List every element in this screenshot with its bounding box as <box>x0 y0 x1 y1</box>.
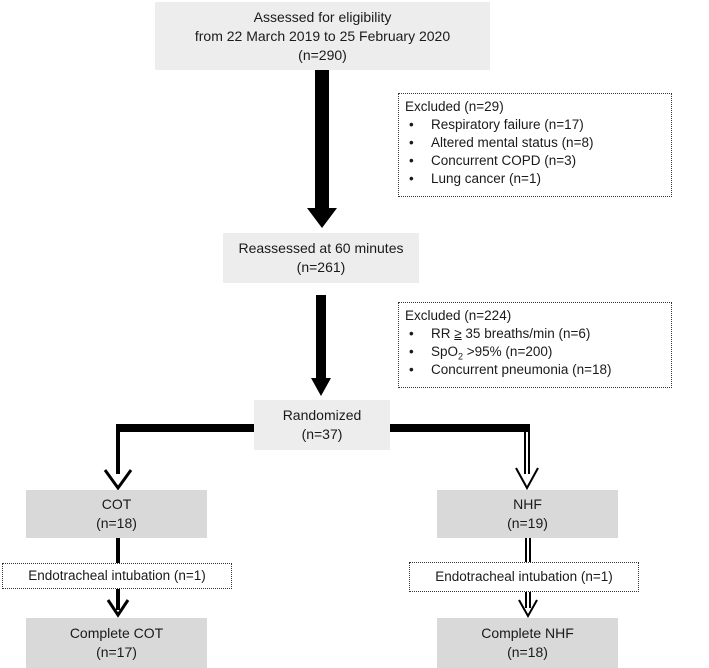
nhf-line1: NHF <box>513 496 542 512</box>
node-nhf: NHF (n=19) <box>437 490 618 538</box>
arrow-reassessed-to-randomized <box>311 295 331 396</box>
cot-line1: COT <box>101 496 132 512</box>
arrow-assessed-to-reassessed <box>307 70 337 228</box>
intubation-left: Endotracheal intubation (n=1) <box>2 563 232 589</box>
list-item: Lung cancer (n=1) <box>405 170 665 188</box>
node-reassessed: Reassessed at 60 minutes (n=261) <box>223 233 419 283</box>
node-cot: COT (n=18) <box>26 490 207 538</box>
list-item: Concurrent pneumonia (n=18) <box>405 361 665 379</box>
randomized-line1: Randomized <box>282 407 362 423</box>
intubation-right-label: Endotracheal intubation (n=1) <box>435 569 613 584</box>
assessed-line2: from 22 March 2019 to 25 February 2020 <box>194 27 451 44</box>
node-randomized: Randomized (n=37) <box>254 400 390 450</box>
branch-right-to-nhf <box>390 424 539 491</box>
reassessed-line2: (n=261) <box>296 259 346 275</box>
list-item: RR ≥ 35 breaths/min (n=6) <box>405 325 665 343</box>
complete-cot-line1: Complete COT <box>69 625 164 641</box>
assessed-line3: (n=290) <box>298 46 347 63</box>
arrow-nhf-to-complete <box>518 538 538 619</box>
nhf-line2: (n=19) <box>507 515 548 531</box>
list-item: Respiratory failure (n=17) <box>405 116 665 134</box>
complete-cot-line2: (n=17) <box>96 644 137 660</box>
complete-nhf-line1: Complete NHF <box>481 625 574 641</box>
excluded-2-list: RR ≥ 35 breaths/min (n=6) SpO2 >95% (n=2… <box>405 325 665 379</box>
excluded-2-header: Excluded (n=224) <box>405 308 512 323</box>
intubation-right: Endotracheal intubation (n=1) <box>409 562 639 592</box>
node-assessed: Assessed for eligibility from 22 March 2… <box>155 2 490 70</box>
list-item: Altered mental status (n=8) <box>405 134 665 152</box>
randomized-line2: (n=37) <box>301 426 343 442</box>
excluded-box-1: Excluded (n=29) Respiratory failure (n=1… <box>398 93 672 197</box>
complete-nhf-line2: (n=18) <box>507 644 548 660</box>
arrow-cot-to-complete <box>106 538 130 618</box>
branch-left-to-cot <box>103 424 254 491</box>
reassessed-line1: Reassessed at 60 minutes <box>238 240 404 256</box>
excluded-box-2: Excluded (n=224) RR ≥ 35 breaths/min (n=… <box>398 302 672 388</box>
cot-line2: (n=18) <box>96 515 137 531</box>
list-item: Concurrent COPD (n=3) <box>405 152 665 170</box>
excluded-1-header: Excluded (n=29) <box>405 99 504 114</box>
assessed-line1: Assessed for eligibility <box>253 8 392 25</box>
excluded-1-list: Respiratory failure (n=17) Altered menta… <box>405 116 665 188</box>
node-complete-nhf: Complete NHF (n=18) <box>437 618 618 668</box>
node-complete-cot: Complete COT (n=17) <box>26 618 207 668</box>
intubation-left-label: Endotracheal intubation (n=1) <box>28 568 206 583</box>
list-item: SpO2 >95% (n=200) <box>405 343 665 361</box>
